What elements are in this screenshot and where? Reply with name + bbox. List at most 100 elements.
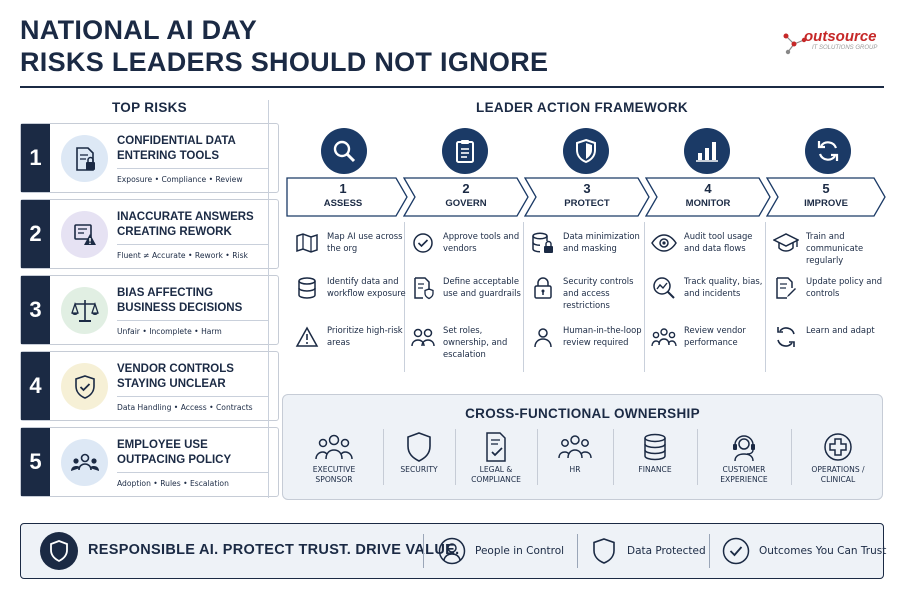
action-text: Update policy and controls — [806, 276, 883, 298]
role-finance: FINANCE — [615, 429, 695, 491]
clipboard-icon — [442, 128, 488, 174]
action-item: Data minimization and masking — [530, 230, 643, 256]
role-hr: HR — [539, 429, 611, 491]
action-item: Train and communicate regularly — [773, 230, 886, 266]
divider — [791, 429, 792, 485]
role-label: CLINICAL — [820, 475, 856, 484]
footer-item-text: Outcomes You Can Trust — [759, 545, 887, 557]
risk-tags: Fluent ≠ Accurate • Rework • Risk — [117, 251, 248, 260]
people-icon — [287, 429, 381, 465]
people-icon — [651, 324, 677, 350]
medical-cross-icon — [793, 429, 883, 465]
step-label: PROTECT — [564, 198, 610, 209]
step-number: 3 — [583, 181, 591, 196]
graduation-cap-icon — [773, 230, 799, 256]
step-number: 1 — [339, 181, 347, 196]
lock-icon — [530, 275, 556, 301]
footer-item-outcomes: Outcomes You Can Trust — [721, 535, 886, 567]
action-item: Update policy and controls — [773, 275, 886, 301]
action-text: Audit tool usage and data flows — [684, 231, 753, 253]
check-circle-icon — [410, 230, 436, 256]
action-item: Prioritize high-risk areas — [294, 324, 407, 350]
action-item: Define acceptable use and guardrails — [410, 275, 523, 301]
role-label: SECURITY — [400, 465, 438, 474]
divider — [117, 244, 268, 245]
action-text: Learn and adapt — [806, 325, 875, 335]
shield-icon — [589, 536, 619, 566]
risk-number: 5 — [21, 428, 50, 496]
page-title: NATIONAL AI DAY RISKS LEADERS SHOULD NOT… — [20, 14, 548, 78]
step-improve: 5 IMPROVE — [766, 177, 886, 217]
refresh-icon — [805, 128, 851, 174]
ownership-panel: CROSS-FUNCTIONAL OWNERSHIP EXECUTIVE SPO… — [282, 394, 883, 500]
action-text: Approve tools and vendors — [443, 231, 520, 253]
step-assess: 1 ASSESS — [286, 177, 408, 217]
logo-name: outsource — [804, 28, 877, 45]
role-label: SPONSOR — [315, 475, 353, 484]
step-label: ASSESS — [323, 198, 363, 209]
database-lock-icon — [530, 230, 556, 256]
people-icon — [539, 429, 611, 465]
shield-icon — [40, 532, 78, 570]
logo-network-icon — [783, 33, 807, 55]
database-icon — [294, 275, 320, 301]
divider — [423, 534, 424, 568]
section-divider — [268, 100, 269, 498]
role-label: FINANCE — [638, 465, 672, 474]
person-icon — [530, 324, 556, 350]
divider — [577, 534, 578, 568]
footer-item-text: People in Control — [475, 545, 565, 557]
action-item: Audit tool usage and data flows — [651, 230, 764, 256]
action-text: Data minimization and masking — [563, 231, 640, 253]
step-protect: 3 PROTECT — [524, 177, 650, 217]
column-divider — [644, 222, 645, 372]
action-text: Review vendor performance — [684, 325, 746, 347]
action-text: Human-in-the-loop review required — [563, 325, 642, 347]
divider — [613, 429, 614, 485]
step-label: IMPROVE — [804, 198, 848, 209]
role-executive-sponsor: EXECUTIVE SPONSOR — [287, 429, 381, 491]
action-text: Map AI use across the org — [327, 231, 403, 253]
role-label: OPERATIONS / — [811, 465, 865, 474]
company-logo: outsource IT SOLUTIONS GROUP — [782, 28, 882, 58]
action-text: Security controls and access restriction… — [563, 276, 634, 310]
action-text: Set roles, ownership, and escalation — [443, 325, 508, 359]
action-item: Review vendor performance — [651, 324, 764, 350]
risk-number: 3 — [21, 276, 50, 344]
shield-check-icon — [61, 363, 108, 410]
framework-heading: LEADER ACTION FRAMEWORK — [476, 100, 688, 115]
footer-tagline: RESPONSIBLE AI. PROTECT TRUST. DRIVE VAL… — [88, 542, 460, 558]
role-label: CUSTOMER — [722, 465, 766, 474]
divider — [455, 429, 456, 485]
trend-magnifier-icon — [651, 275, 677, 301]
step-monitor: 4 MONITOR — [645, 177, 771, 217]
people-icon — [61, 439, 108, 486]
action-text: Train and communicate regularly — [806, 231, 864, 265]
role-label: EXECUTIVE — [312, 465, 356, 474]
role-customer-experience: CUSTOMER EXPERIENCE — [699, 429, 789, 491]
risk-tags: Data Handling • Access • Contracts — [117, 403, 253, 412]
divider — [383, 429, 384, 485]
title-line-1: NATIONAL AI DAY — [20, 15, 258, 45]
shield-icon — [563, 128, 609, 174]
logo-subtitle: IT SOLUTIONS GROUP — [812, 45, 878, 51]
role-operations-clinical: OPERATIONS / CLINICAL — [793, 429, 883, 491]
step-govern: 2 GOVERN — [403, 177, 529, 217]
document-warning-icon — [61, 211, 108, 258]
headset-icon — [699, 429, 789, 465]
role-label: LEGAL & — [479, 465, 513, 474]
risk-tags: Adoption • Rules • Escalation — [117, 479, 229, 488]
ownership-heading: CROSS-FUNCTIONAL OWNERSHIP — [465, 406, 700, 421]
header-divider — [20, 86, 884, 88]
scales-icon — [61, 287, 108, 334]
divider — [117, 168, 268, 169]
action-text: Prioritize high-risk areas — [327, 325, 403, 347]
divider — [117, 396, 268, 397]
